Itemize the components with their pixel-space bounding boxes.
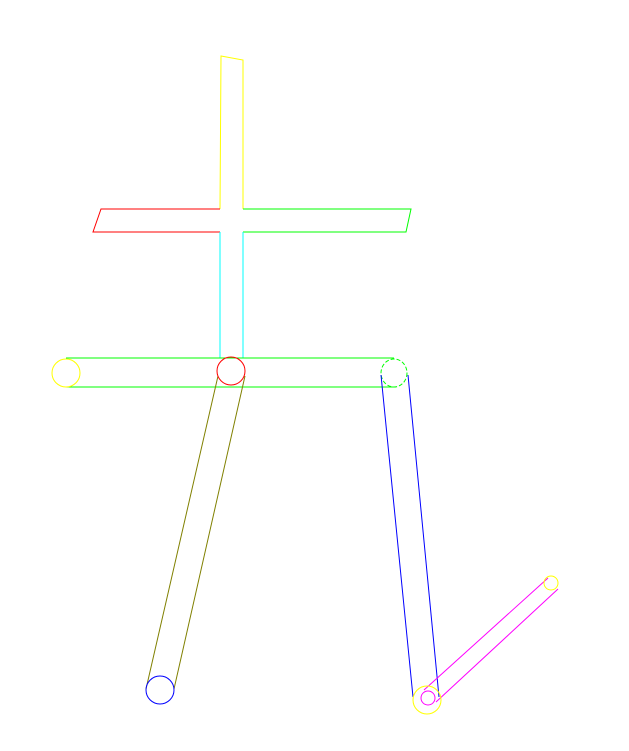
head-bar [219,55,244,210]
thigh-left [145,375,246,690]
arm-left [92,208,220,233]
knee-right-inner-joint [420,690,436,706]
knee-right-joint [412,685,442,715]
arm-right [243,208,412,233]
hip-left-joint [51,358,81,388]
hip-bar [66,357,394,388]
hip-right-joint [380,358,408,388]
torso [219,232,244,358]
hip-center-joint [216,356,246,386]
foot-left-joint [145,675,175,705]
foot-right-joint [543,575,559,591]
shin-right [423,577,559,703]
thigh-right [380,374,440,698]
